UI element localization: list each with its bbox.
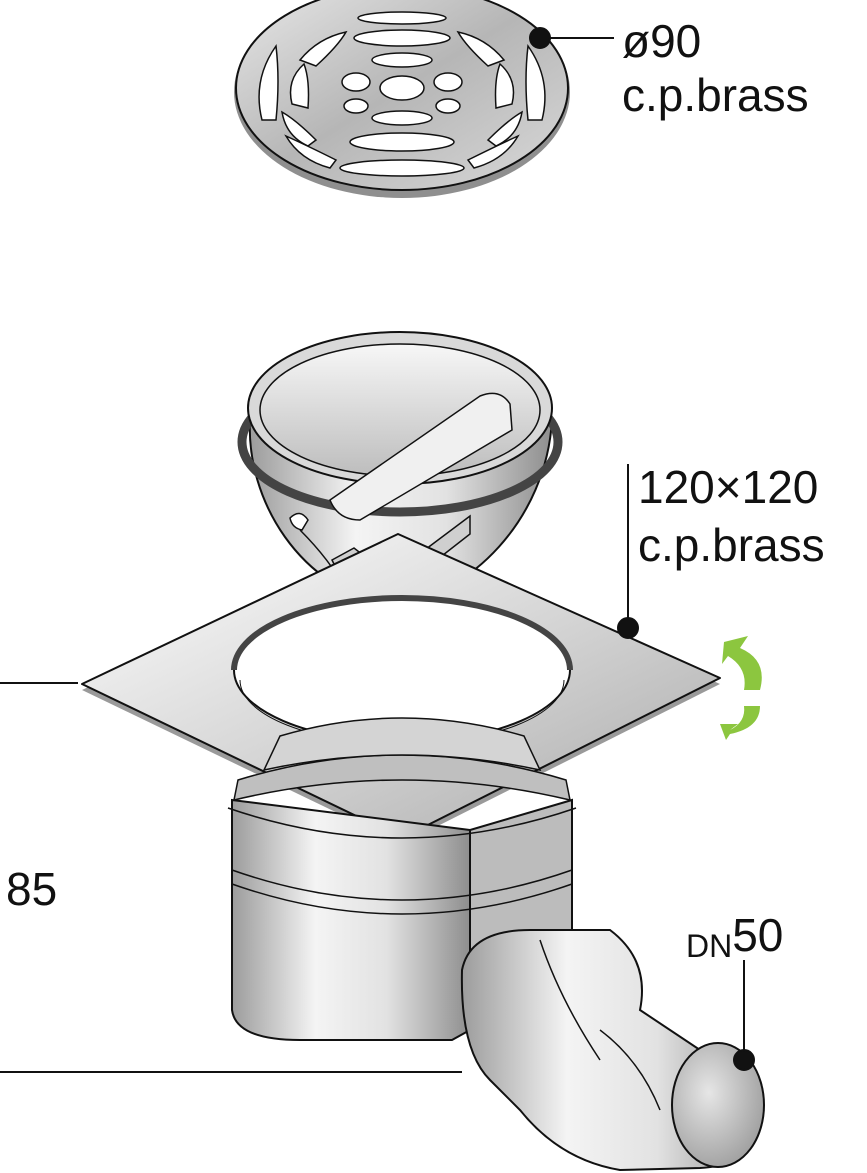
grate-part: [234, 0, 570, 198]
outlet-prefix: DN: [686, 928, 733, 964]
cup-clip: [289, 512, 309, 531]
cup-trap-blade: [329, 392, 513, 521]
height-dimension-label: 85: [6, 863, 58, 915]
flange-plate-part: [81, 533, 721, 844]
insert-cup-part: [237, 331, 563, 608]
outlet-size: 50: [732, 909, 784, 961]
grate-leader-dot: [529, 27, 551, 49]
grate-material-label: c.p.brass: [622, 69, 809, 121]
flange-hole-gasket: [231, 595, 573, 671]
body-cylinder: [231, 798, 471, 1041]
outlet-leader-dot: [733, 1049, 755, 1071]
grate-slots: [258, 11, 546, 177]
grate-size-label: ø90: [622, 15, 702, 67]
drain-body-part: [227, 717, 765, 1172]
rotate-arrows-icon: [720, 636, 762, 740]
outlet-end: [671, 1042, 765, 1168]
flange-leader-dot: [617, 617, 639, 639]
flange-size-label: 120×120: [638, 461, 819, 513]
outlet-size-label: DN50: [686, 909, 784, 962]
flange-material-label: c.p.brass: [638, 519, 825, 571]
leader-lines: [0, 27, 755, 1073]
